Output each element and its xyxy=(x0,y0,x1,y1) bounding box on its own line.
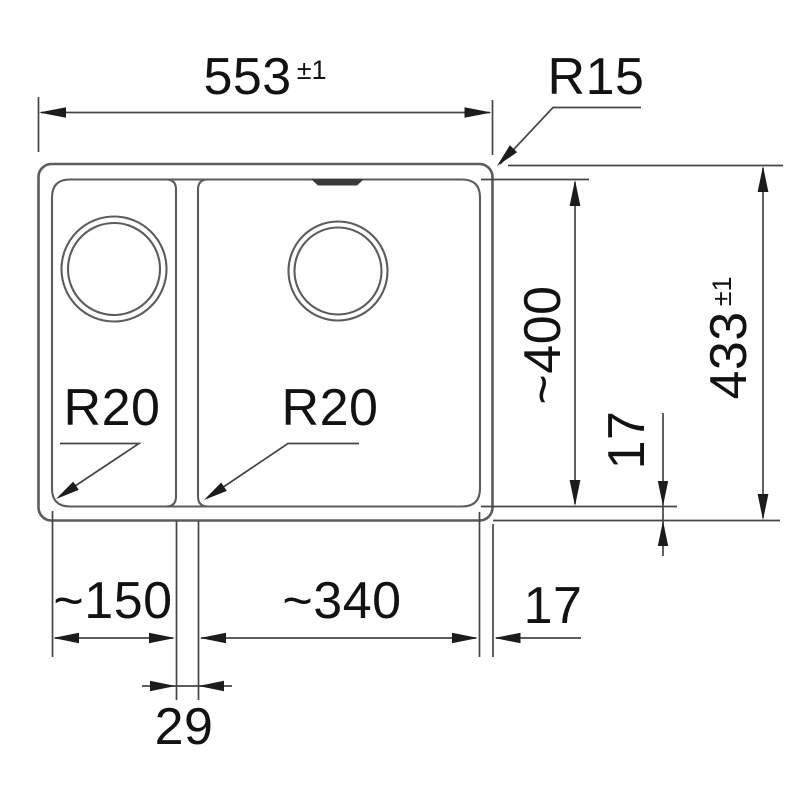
arrow-inner-depth-top xyxy=(569,180,581,206)
overall-width-tolerance: ±1 xyxy=(296,55,327,85)
arrow-divider-right xyxy=(198,680,224,692)
label-rim-vertical: 17 xyxy=(598,410,656,470)
leader-lines xyxy=(59,106,641,499)
left-drain-inner xyxy=(66,221,162,317)
arrow-left-bowl-width-left xyxy=(53,632,79,644)
arrow-inner-depth-bottom xyxy=(569,480,581,506)
label-right-bowl-width: ~340 xyxy=(282,572,402,630)
extension-lines xyxy=(37,97,783,700)
leader-corner-radius xyxy=(499,106,641,165)
overall-width-value: 553 xyxy=(203,48,292,106)
label-left-bowl-width: ~150 xyxy=(53,572,173,630)
left-drain-outer xyxy=(60,215,168,323)
arrow-rim-horizontal xyxy=(494,632,521,644)
arrow-overall-depth-top xyxy=(757,166,769,192)
arrow-left-bowl-radius xyxy=(56,481,79,499)
leader-left-bowl-radius xyxy=(59,442,142,497)
arrow-right-bowl-width-right xyxy=(452,632,478,644)
label-rim-horizontal: 17 xyxy=(523,577,583,635)
arrow-divider-left xyxy=(150,680,176,692)
arrow-overall-width-right xyxy=(464,107,492,118)
arrowheads xyxy=(39,107,769,692)
sink-outer-rim xyxy=(37,162,494,522)
arrow-left-bowl-width-right xyxy=(149,632,175,644)
label-inner-depth: ~400 xyxy=(514,285,572,405)
arrow-right-bowl-radius xyxy=(204,482,227,500)
arrow-right-bowl-width-left xyxy=(200,632,226,644)
arrow-rim-vertical-lower xyxy=(657,521,669,546)
arrow-overall-width-left xyxy=(39,107,66,118)
arrow-corner-radius xyxy=(497,145,518,166)
arrow-overall-depth-bottom xyxy=(757,494,769,520)
label-overall-depth: 433±1 xyxy=(700,276,758,400)
label-left-bowl-radius: R20 xyxy=(63,379,161,437)
right-bowl-outline xyxy=(196,178,482,508)
right-drain-inner xyxy=(293,226,383,316)
overall-depth-value: 433 xyxy=(700,311,758,400)
overall-depth-tolerance: ±1 xyxy=(707,276,737,307)
label-divider-width: 29 xyxy=(154,698,214,756)
overflow-slot xyxy=(311,179,364,186)
arrow-rim-vertical-upper xyxy=(657,481,669,506)
leader-right-bowl-radius xyxy=(206,442,359,499)
sink-outline xyxy=(37,162,494,522)
right-drain-outer xyxy=(287,220,389,322)
left-bowl-outline xyxy=(50,178,178,508)
label-overall-width: 553±1 xyxy=(203,51,326,103)
label-right-bowl-radius: R20 xyxy=(281,379,379,437)
label-corner-radius: R15 xyxy=(547,48,645,106)
